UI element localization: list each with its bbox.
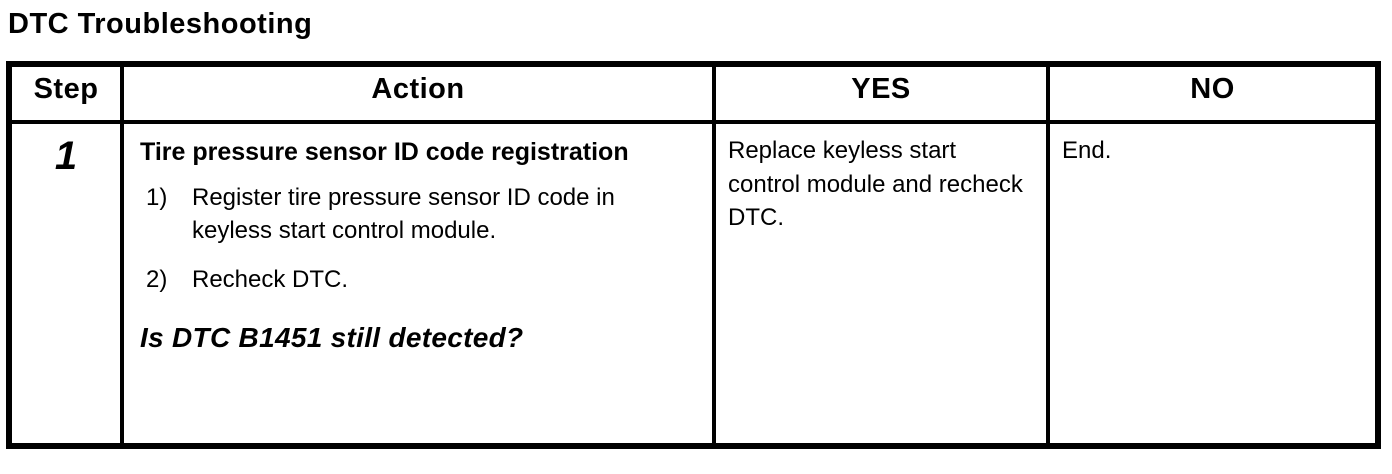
action-list: 1) Register tire pressure sensor ID code… (140, 181, 698, 296)
step-number: 1 (54, 134, 78, 178)
list-item-text: Register tire pressure sensor ID code in… (192, 184, 615, 245)
action-cell: Tire pressure sensor ID code registratio… (120, 120, 716, 448)
header-cell-step: Step (7, 62, 124, 124)
table-row: 1 Tire pressure sensor ID code registrat… (7, 120, 1380, 448)
troubleshooting-table: Step Action YES NO 1 Tire pressure senso… (6, 61, 1381, 449)
action-question: Is DTC B1451 still detected? (140, 322, 524, 354)
step-cell: 1 (7, 120, 124, 448)
action-heading: Tire pressure sensor ID code registratio… (140, 138, 629, 166)
list-item: 2) Recheck DTC. (140, 263, 698, 296)
yes-cell: Replace keyless start control module and… (712, 120, 1050, 448)
list-item-number: 2) (146, 266, 168, 294)
list-item-text: Recheck DTC. (192, 266, 349, 294)
header-cell-action: Action (120, 62, 716, 124)
no-cell: End. (1046, 120, 1380, 448)
page-title: DTC Troubleshooting (8, 8, 313, 40)
list-item: 1) Register tire pressure sensor ID code… (140, 181, 698, 247)
table-header-row: Step Action YES NO (7, 62, 1380, 124)
header-cell-yes: YES (712, 62, 1050, 124)
header-cell-no: NO (1046, 62, 1380, 124)
list-item-number: 1) (146, 184, 168, 211)
